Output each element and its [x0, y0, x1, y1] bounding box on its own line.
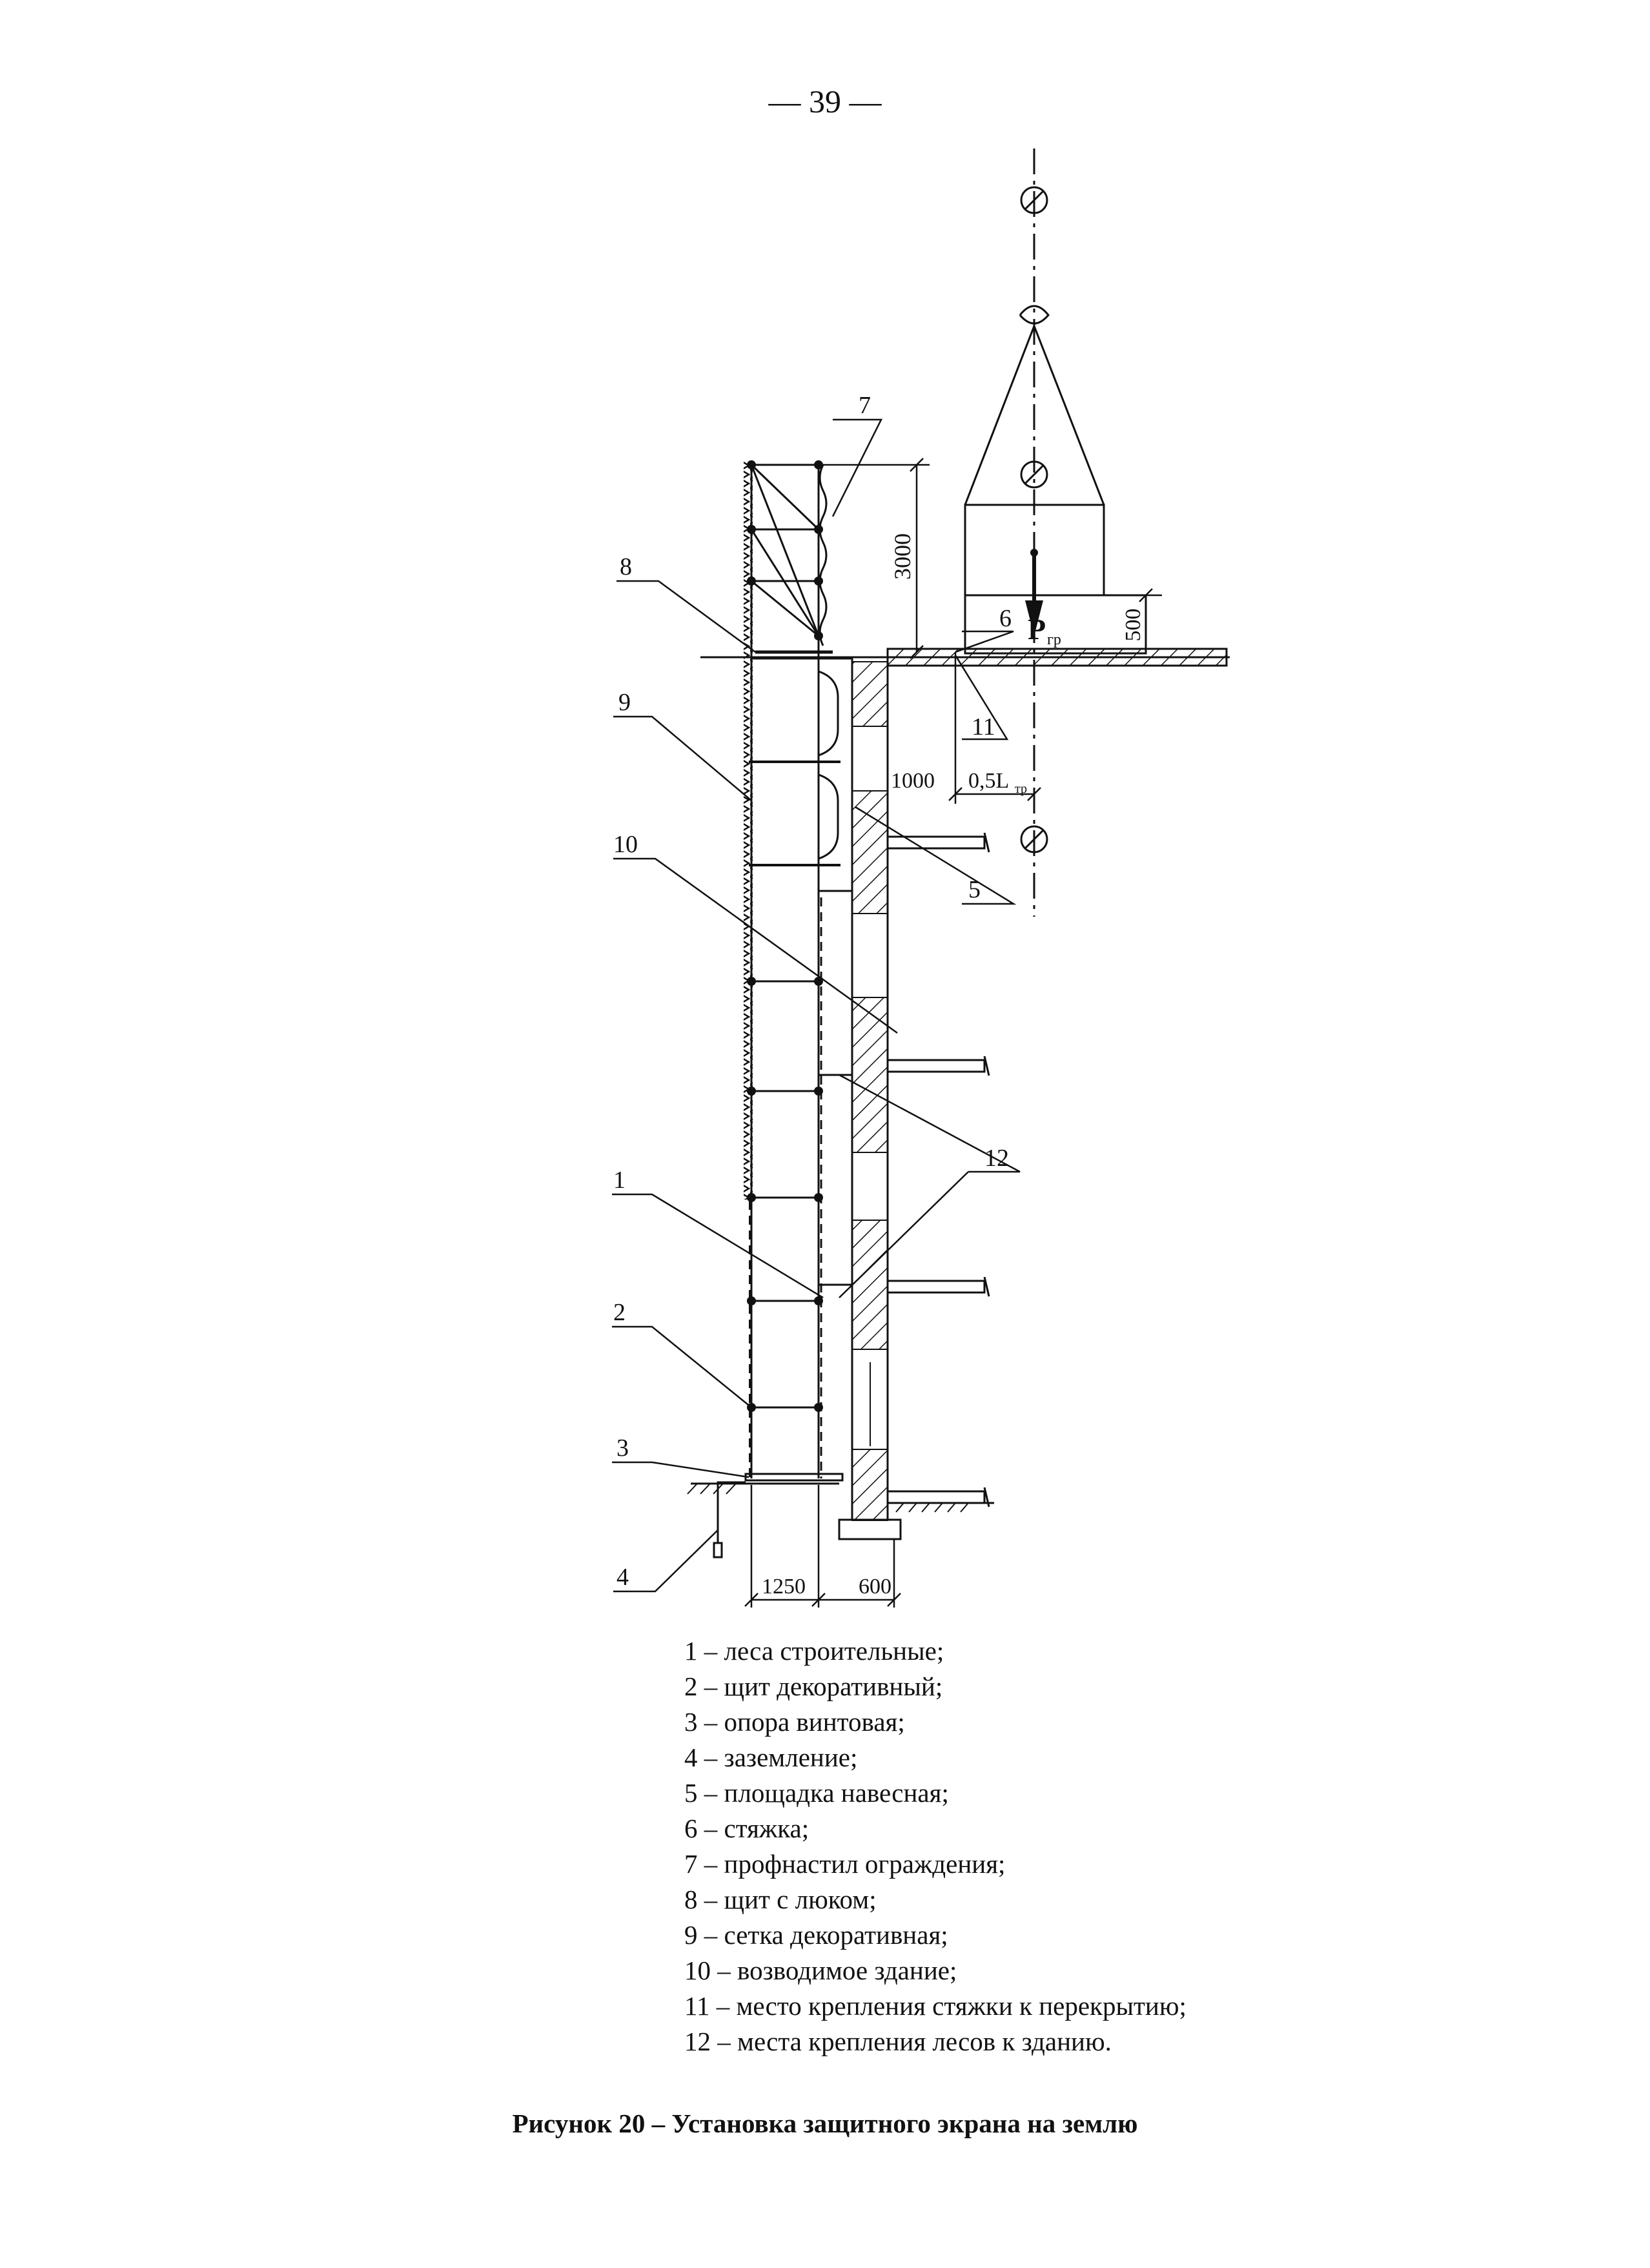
legend-item: 2 – щит декоративный; — [684, 1671, 943, 1701]
dim-3000: 3000 — [890, 533, 915, 580]
grounding-wire — [717, 1481, 746, 1543]
callout-12: 12 — [984, 1145, 1009, 1172]
guard-panel-top — [747, 460, 828, 646]
floor-slabs — [886, 832, 990, 1507]
dim-05L: 0,5L — [968, 769, 1009, 793]
callout-2: 2 — [613, 1299, 626, 1326]
legend-item: 9 – сетка декоративная; — [684, 1920, 948, 1950]
legend-item: 8 – щит с люком; — [684, 1885, 877, 1914]
technical-drawing: P гр — [612, 148, 1230, 1608]
legend-item: 7 – профнастил ограждения; — [684, 1849, 1006, 1879]
callout-labels: 7 8 6 9 11 10 5 12 1 2 3 4 — [613, 392, 1012, 1591]
profiled-sheet — [819, 464, 828, 646]
callout-10: 10 — [613, 831, 638, 858]
legend-item: 5 – площадка навесная; — [684, 1778, 949, 1808]
dim-1000: 1000 — [891, 769, 935, 793]
callout-leaders — [612, 418, 1021, 1593]
ground-and-support — [687, 1473, 994, 1558]
legend-item: 4 – заземление; — [684, 1742, 858, 1772]
scaffold — [744, 460, 852, 1478]
legend-item: 6 – стяжка; — [684, 1813, 810, 1843]
axis-marker-mid — [1020, 460, 1048, 489]
callout-4: 4 — [616, 1564, 629, 1591]
callout-9: 9 — [618, 689, 631, 716]
dim-1250: 1250 — [762, 1575, 806, 1599]
callout-7: 7 — [859, 392, 871, 419]
legend-item: 1 – леса строительные; — [684, 1636, 944, 1666]
axis-marker-top — [1020, 186, 1048, 214]
legend-item: 10 – возводимое здание; — [684, 1956, 957, 1985]
wall-foundation — [838, 1518, 902, 1540]
dim-05L-subscript: тр — [1015, 782, 1027, 796]
sling — [964, 323, 1105, 506]
load-symbol: P — [1028, 613, 1046, 646]
page-number: — 39 — — [768, 83, 882, 119]
callout-1: 1 — [613, 1167, 626, 1194]
callout-3: 3 — [616, 1435, 629, 1462]
callout-5: 5 — [968, 876, 981, 903]
figure-caption: Рисунок 20 – Установка защитного экрана … — [512, 2109, 1138, 2138]
crane-load: P гр — [964, 186, 1147, 655]
dim-600: 600 — [859, 1575, 891, 1599]
ground-electrode-icon — [713, 1542, 723, 1558]
legend: 1 – леса строительные; 2 – щит декоратив… — [684, 1633, 1187, 2059]
dimensions — [744, 458, 1162, 1608]
top-floor-slab — [886, 648, 1228, 667]
building-wall — [851, 656, 889, 1521]
dim-500: 500 — [1121, 609, 1145, 642]
callout-6: 6 — [999, 605, 1012, 632]
callout-8: 8 — [620, 553, 632, 580]
axis-marker-bottom — [1020, 825, 1048, 853]
legend-item: 12 – места крепления лесов к зданию. — [684, 2027, 1112, 2056]
legend-item: 11 – место крепления стяжки к перекрытию… — [684, 1991, 1187, 2021]
callout-11: 11 — [972, 713, 995, 741]
screw-support — [744, 1473, 844, 1482]
crane-hook-icon — [1019, 305, 1050, 325]
legend-item: 3 – опора винтовая; — [684, 1707, 905, 1737]
load-subscript: гр — [1047, 631, 1061, 648]
